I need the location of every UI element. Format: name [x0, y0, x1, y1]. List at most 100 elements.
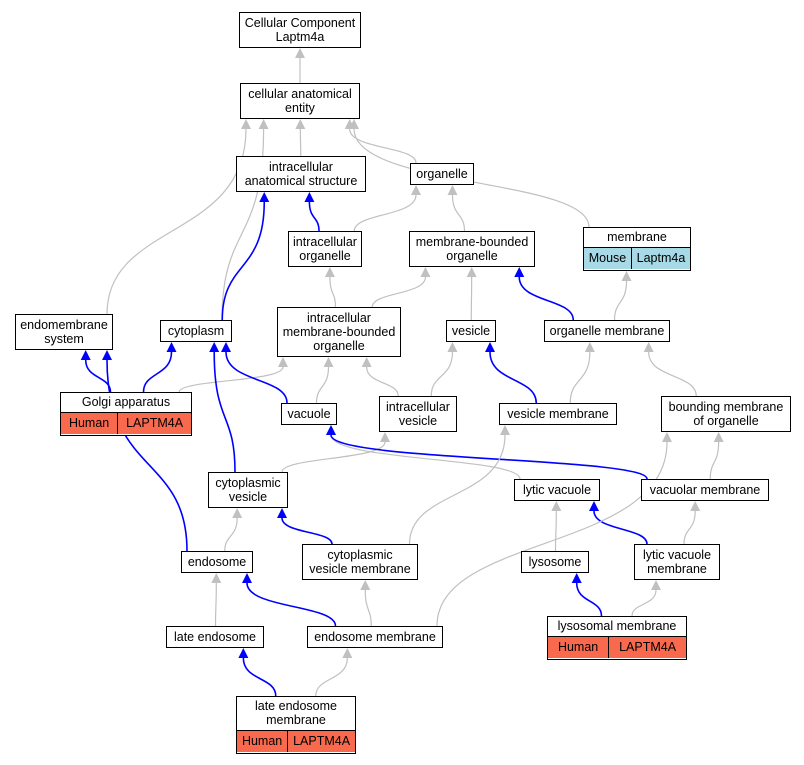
arrowhead	[551, 501, 562, 511]
node-label: endosome membrane	[314, 629, 436, 644]
node-ems[interactable]: endomembrane system	[15, 314, 113, 350]
node-label: lysosome	[528, 554, 582, 569]
edge-isa-golgi-imbo	[178, 366, 284, 393]
arrowhead	[651, 580, 661, 590]
gene-cell: LAPTM4A	[608, 636, 687, 658]
arrowhead	[221, 342, 231, 352]
node-label: bounding membrane of organelle	[668, 399, 784, 428]
arrowhead	[589, 501, 599, 511]
arrowhead	[380, 432, 390, 442]
edge-isa-lm-lvm	[631, 589, 657, 617]
node-label: endosome	[187, 554, 247, 569]
edge-isa-vacm-bmo	[709, 441, 720, 480]
gene-cell: LAPTM4A	[117, 412, 192, 434]
edge-partof-golgi-cytoplasm	[142, 351, 173, 393]
node-label: Cellular Component Laptm4a	[244, 15, 356, 44]
arrowhead	[241, 119, 251, 129]
node-bmo[interactable]: bounding membrane of organelle	[661, 396, 791, 432]
node-label: organelle membrane	[549, 323, 665, 338]
node-cytoplasm[interactable]: cytoplasm	[160, 320, 232, 342]
node-label: intracellular organelle	[293, 234, 357, 263]
node-label: cytoplasm	[167, 323, 225, 338]
edge-isa-vm-om	[569, 351, 591, 404]
node-organelle[interactable]: organelle	[410, 163, 474, 185]
node-lysosome[interactable]: lysosome	[521, 551, 589, 573]
edge-isa-endosome-cv	[224, 517, 238, 552]
edge-isa-lvm-vacm	[683, 510, 696, 545]
node-label: cytoplasmic vesicle	[215, 475, 281, 504]
node-io[interactable]: intracellular organelle	[288, 231, 362, 267]
node-endosome[interactable]: endosome	[181, 551, 253, 573]
node-label: lytic vacuole membrane	[642, 547, 712, 576]
edge-partof-cytoplasm-ias	[221, 201, 266, 321]
arrowhead	[447, 185, 458, 195]
edge-isa-bmo-om	[648, 351, 697, 397]
arrowhead	[323, 357, 334, 367]
arrowhead	[420, 267, 431, 277]
node-label: intracellular membrane-bounded organelle	[282, 310, 396, 353]
edge-isa-imbo-mbo	[371, 276, 427, 308]
node-root[interactable]: Cellular Component Laptm4a	[239, 12, 361, 48]
arrowhead	[102, 350, 112, 360]
edge-partof-golgi-ems	[84, 359, 112, 393]
edge-isa-om-membrane	[613, 280, 628, 321]
node-label: membrane	[607, 230, 667, 245]
node-cae[interactable]: cellular anatomical entity	[240, 83, 360, 119]
node-cvm[interactable]: cytoplasmic vesicle membrane	[302, 544, 418, 580]
node-imbo[interactable]: intracellular membrane-bounded organelle	[277, 307, 401, 357]
node-label: vacuole	[287, 406, 331, 421]
arrowhead	[571, 573, 582, 583]
species-cell: Human	[548, 636, 609, 658]
arrowhead	[80, 350, 91, 360]
edge-partof-em-endosome	[246, 582, 337, 627]
node-vacuole[interactable]: vacuole	[281, 403, 337, 425]
node-label: late endosome membrane	[254, 699, 337, 728]
arrowhead	[342, 648, 353, 658]
edge-isa-imbo-io	[329, 276, 337, 308]
arrowhead	[209, 342, 220, 352]
node-mbo[interactable]: membrane-bounded organelle	[409, 231, 535, 267]
edge-isa-lv-vacuole	[330, 434, 521, 480]
gene-cell: Laptm4a	[630, 247, 690, 269]
node-ias[interactable]: intracellular anatomical structure	[236, 156, 366, 192]
arrowhead	[447, 342, 458, 352]
arrowhead	[713, 432, 724, 442]
arrowhead	[466, 267, 477, 277]
arrowhead	[411, 185, 421, 195]
node-vacm[interactable]: vacuolar membrane	[641, 479, 769, 501]
arrowhead	[258, 119, 269, 129]
species-cell: Human	[61, 412, 118, 434]
node-label: membrane-bounded organelle	[415, 234, 529, 263]
node-label: vacuolar membrane	[649, 482, 761, 497]
node-iv[interactable]: intracellular vesicle	[379, 396, 457, 432]
node-le[interactable]: late endosome	[166, 626, 264, 648]
node-label: cytoplasmic vesicle membrane	[309, 547, 411, 576]
edge-isa-cv-iv	[281, 441, 386, 473]
node-vesicle[interactable]: vesicle	[446, 320, 496, 342]
arrowhead	[278, 357, 288, 367]
node-label: intracellular anatomical structure	[244, 159, 358, 188]
arrowhead	[166, 342, 177, 352]
node-lvm[interactable]: lytic vacuole membrane	[634, 544, 720, 580]
node-label: endomembrane system	[20, 317, 108, 346]
node-om[interactable]: organelle membrane	[544, 320, 670, 342]
node-cv[interactable]: cytoplasmic vesicle	[208, 472, 288, 508]
node-em[interactable]: endosome membrane	[307, 626, 443, 648]
arrowhead	[326, 425, 336, 435]
arrowhead	[295, 48, 305, 58]
edge-isa-cvm-vm	[408, 434, 506, 545]
node-lv[interactable]: lytic vacuole	[514, 479, 600, 501]
arrowhead	[584, 342, 595, 352]
edge-isa-io-organelle	[353, 194, 417, 232]
node-vm[interactable]: vesicle membrane	[499, 403, 617, 425]
arrowhead	[349, 119, 359, 129]
arrowhead	[500, 425, 510, 435]
